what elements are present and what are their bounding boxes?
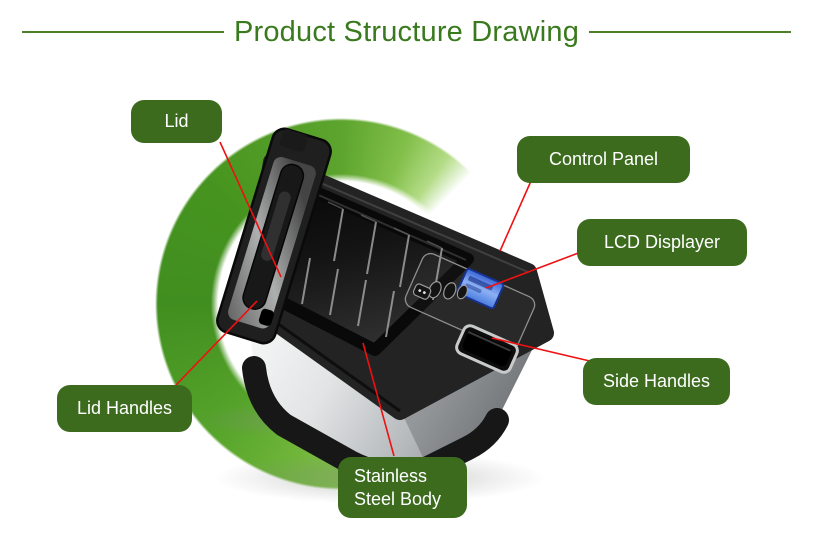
callout-line-lcd-displayer: [485, 251, 582, 289]
callout-line-control-panel: [499, 180, 532, 252]
title-rule-left: [22, 31, 224, 33]
label-stainless-steel-body: Stainless Steel Body: [338, 457, 467, 518]
side-handle-shape: [455, 324, 519, 374]
page-title: Product Structure Drawing: [233, 16, 580, 48]
panel-button: [428, 281, 442, 299]
callout-line-stainless-steel-body: [362, 342, 395, 457]
lid-handle-notch: [258, 308, 274, 326]
panel-power-button: [412, 283, 432, 300]
label-lcd-displayer: LCD Displayer: [577, 219, 747, 266]
label-control-panel: Control Panel: [517, 136, 690, 183]
title-row: Product Structure Drawing: [22, 14, 791, 50]
title-rule-right: [589, 31, 791, 33]
label-side-handles: Side Handles: [583, 358, 730, 405]
panel-button: [456, 284, 468, 300]
control-panel-shape: [404, 252, 536, 352]
lid-shape: [216, 127, 332, 345]
callout-line-lid-handles: [175, 300, 258, 386]
callout-line-side-handles: [491, 337, 595, 363]
label-lid: Lid: [131, 100, 222, 143]
panel-button: [443, 282, 457, 300]
callout-line-lid: [219, 141, 282, 278]
label-lid-handles: Lid Handles: [57, 385, 192, 432]
